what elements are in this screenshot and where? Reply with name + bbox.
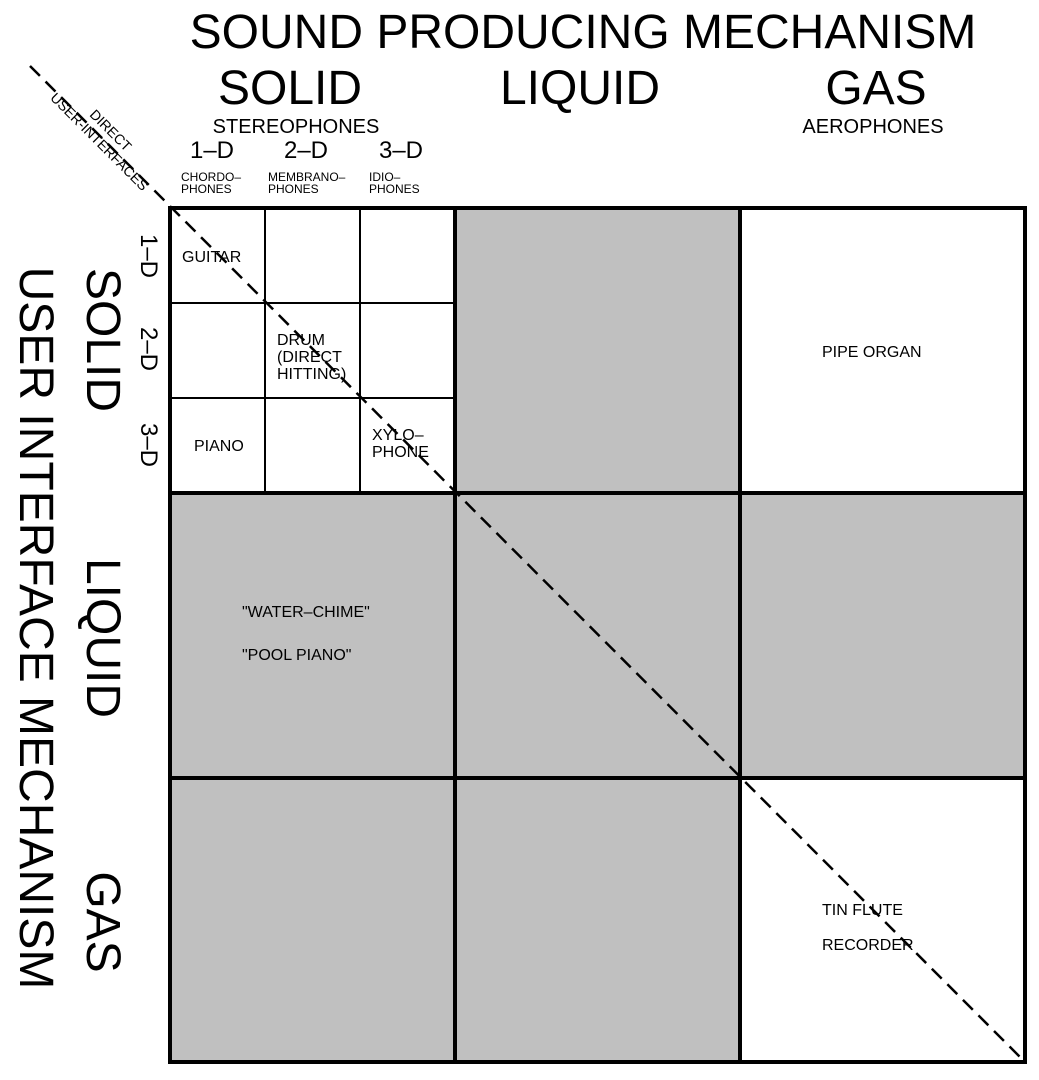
- cell-solid-liquid: [455, 208, 740, 493]
- instrument-piano: PIANO: [194, 438, 244, 455]
- instrument-pipe-organ: PIPE ORGAN: [822, 344, 922, 361]
- instrument-pool-piano: "POOL PIANO": [242, 647, 351, 664]
- row-solid: SOLID: [76, 268, 129, 412]
- cell-gas-solid: [170, 778, 455, 1062]
- instrument-drum-line1: DRUM: [277, 332, 325, 349]
- page-title: SOUND PRODUCING MECHANISM: [190, 6, 977, 59]
- instrument-guitar: GUITAR: [182, 249, 241, 266]
- cell-liquid-solid: [170, 493, 455, 778]
- column-class-membrano: MEMBRANO–: [268, 170, 346, 184]
- column-gas-subtitle: AEROPHONES: [802, 116, 943, 138]
- row-dim-1d: 1–D: [135, 234, 162, 278]
- grid: [168, 206, 1027, 1064]
- column-dim-3d: 3–D: [379, 137, 423, 164]
- column-class-chordo-2: PHONES: [181, 182, 232, 196]
- column-class-chordo: CHORDO–: [181, 170, 241, 184]
- column-class-idio-2: PHONES: [369, 182, 420, 196]
- row-liquid: LIQUID: [76, 558, 129, 718]
- row-dim-3d: 3–D: [135, 423, 162, 467]
- instrument-water-chime: "WATER–CHIME": [242, 604, 370, 621]
- column-solid: SOLID: [218, 62, 362, 115]
- instrument-drum-line3: HITTING): [277, 366, 346, 383]
- instrument-xylophone-line2: PHONE: [372, 444, 429, 461]
- cell-liquid-gas: [740, 493, 1025, 778]
- instrument-xylophone-line1: XYLO–: [372, 427, 424, 444]
- column-liquid: LIQUID: [500, 62, 660, 115]
- instrument-drum-line2: (DIRECT: [277, 349, 342, 366]
- instrument-tin-flute: TIN FLUTE: [822, 902, 903, 919]
- grid-outer-border: [168, 206, 1027, 1064]
- instrument-recorder: RECORDER: [822, 937, 914, 954]
- diagonal-direct-line: [29, 65, 1026, 1063]
- diagonal-label: DIRECT USER-INTERFACES: [47, 89, 151, 193]
- row-gas: GAS: [76, 871, 129, 972]
- side-title: USER INTERFACE MECHANISM: [9, 267, 62, 990]
- column-class-membrano-2: PHONES: [268, 182, 319, 196]
- column-dim-1d: 1–D: [190, 137, 234, 164]
- column-class-idio: IDIO–: [369, 170, 401, 184]
- shaded-cells: [170, 208, 1025, 1062]
- column-solid-subtitle: STEREOPHONES: [213, 116, 380, 138]
- column-dim-2d: 2–D: [284, 137, 328, 164]
- column-gas: GAS: [825, 62, 926, 115]
- diagonal-label-user-interfaces: USER-INTERFACES: [47, 89, 151, 193]
- cell-gas-liquid: [455, 778, 740, 1062]
- row-dim-2d: 2–D: [135, 327, 162, 371]
